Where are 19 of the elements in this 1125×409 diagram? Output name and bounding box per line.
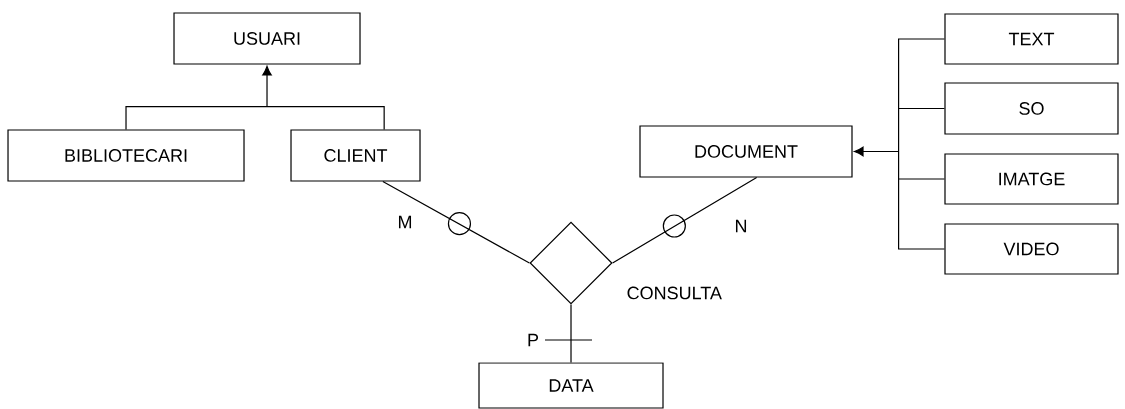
arrow	[125, 65, 385, 130]
entity-box: DOCUMENT	[639, 125, 853, 178]
cardinality-label: P	[526, 332, 540, 348]
relationship-diamond	[529, 221, 613, 305]
entity-box: BIBLIOTECARI	[7, 129, 245, 182]
entity-box: DATA	[478, 362, 664, 409]
relationship-name: CONSULTA	[627, 286, 722, 300]
entity-box: IMATGE	[944, 153, 1119, 205]
entity-box: USUARI	[173, 12, 361, 65]
entity-box: TEXT	[944, 13, 1119, 65]
entity-box: CLIENT	[290, 129, 421, 182]
cardinality-label: N	[733, 218, 749, 234]
cardinality-label: M	[396, 214, 414, 230]
entity-box: SO	[944, 82, 1119, 135]
connector	[544, 304, 593, 363]
connector	[382, 181, 530, 264]
connector	[612, 177, 758, 264]
entity-box: VIDEO	[944, 223, 1119, 275]
arrow	[853, 38, 945, 250]
